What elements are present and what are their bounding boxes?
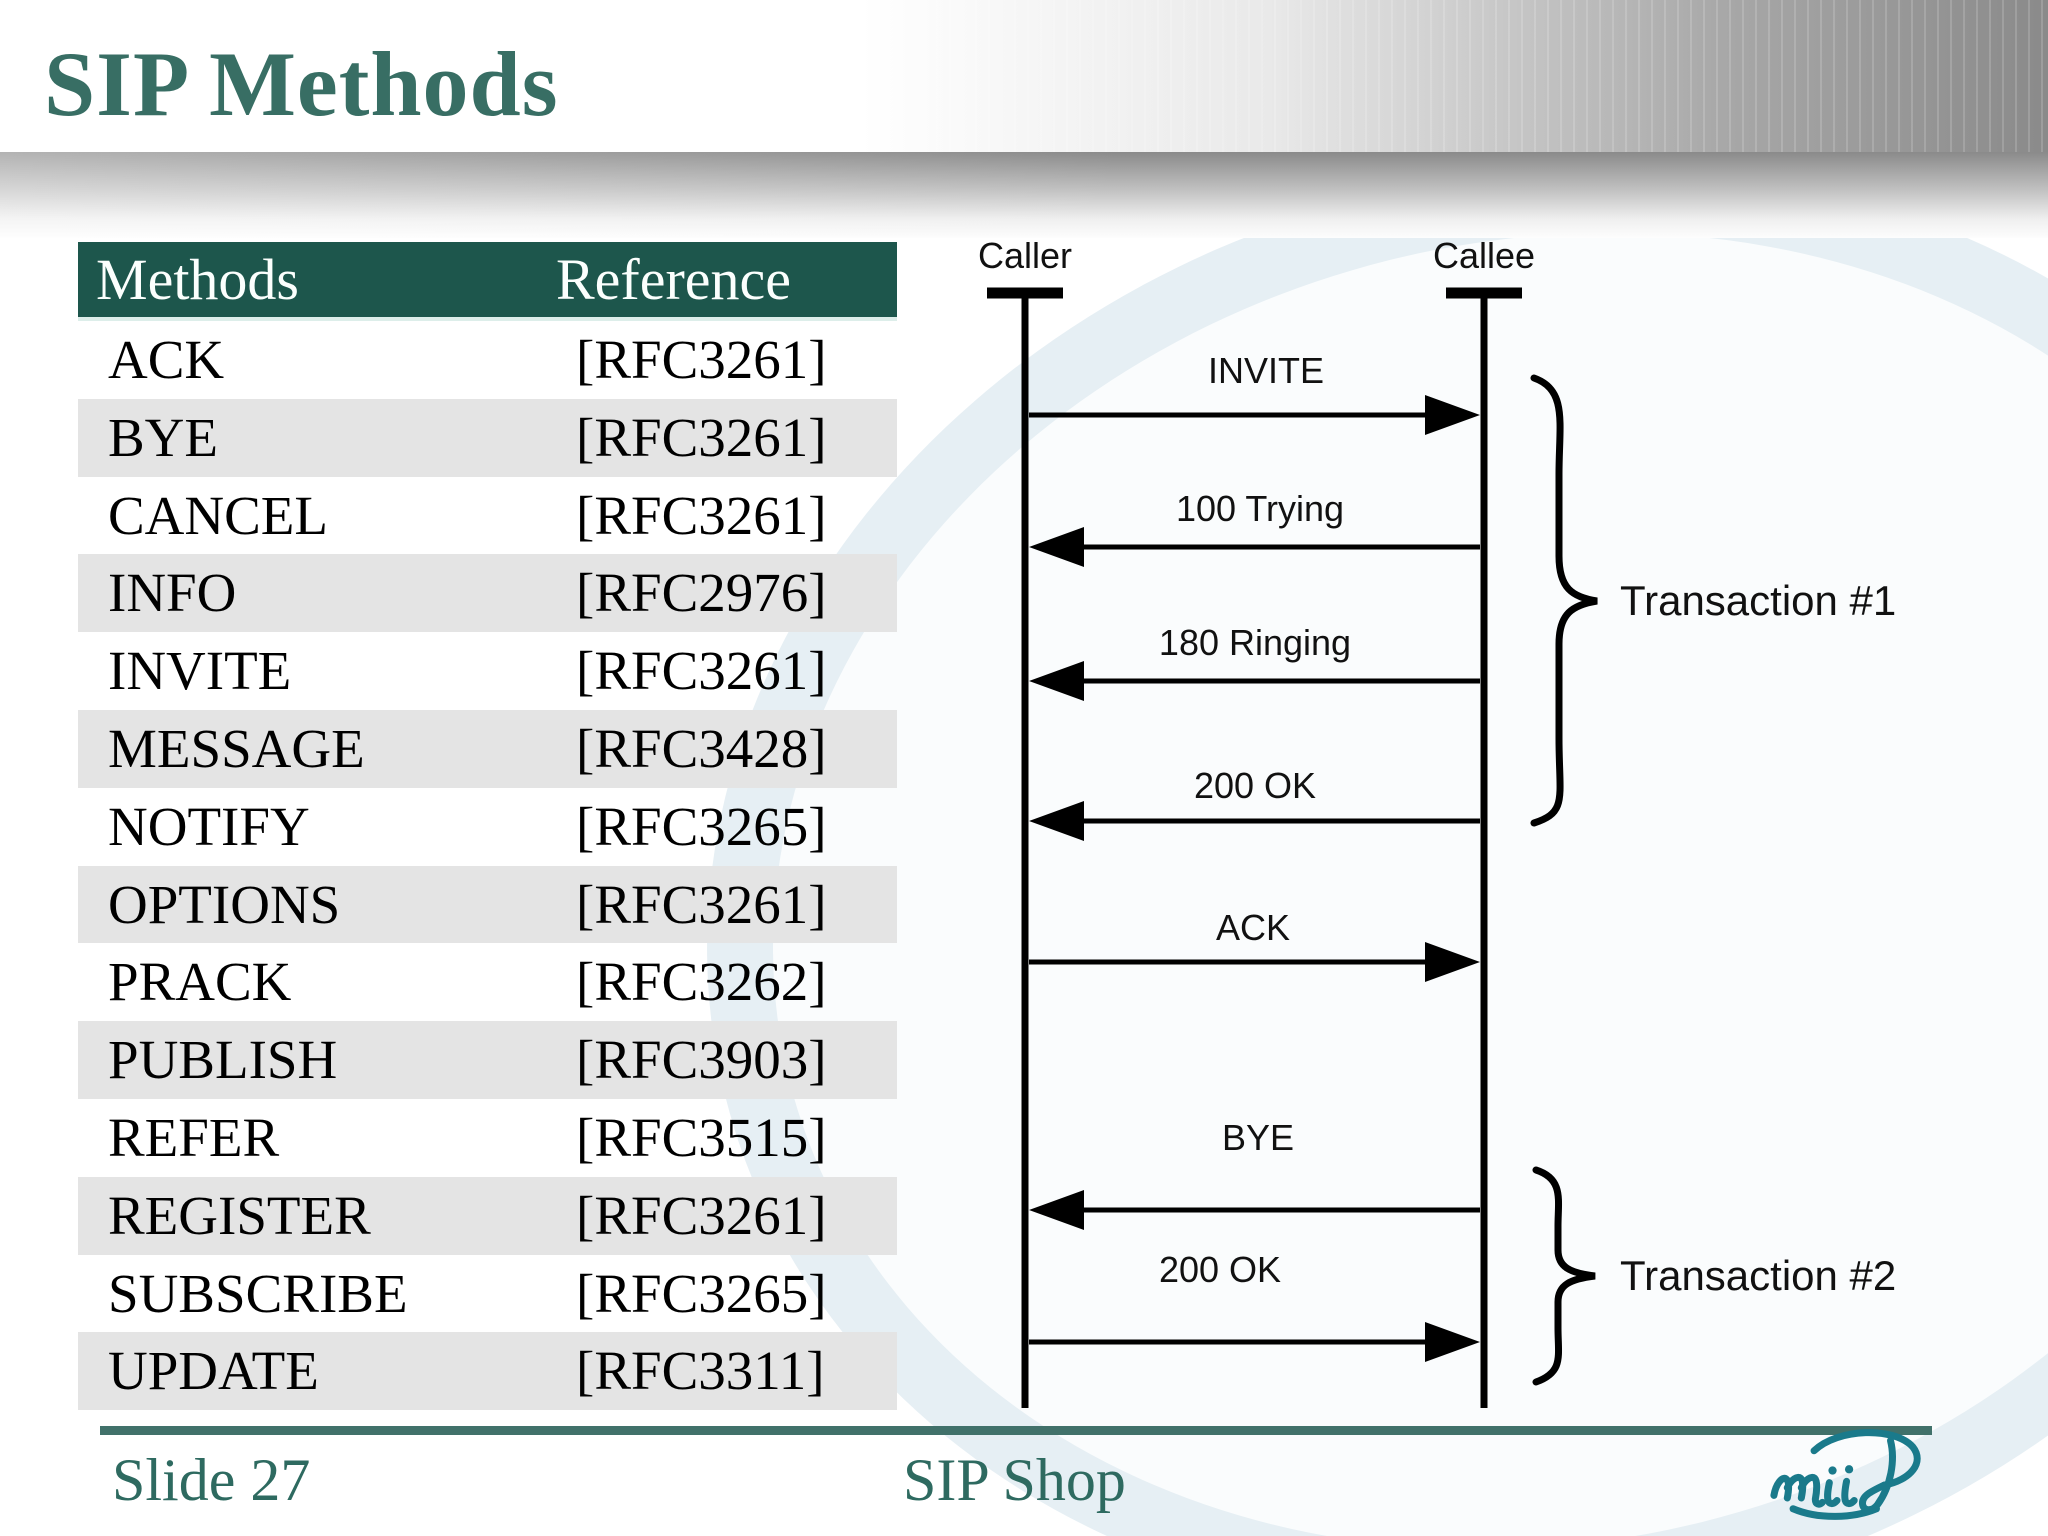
message-arrowhead-right bbox=[1425, 942, 1480, 982]
reference-cell: [RFC3311] bbox=[576, 1340, 825, 1402]
method-cell: INVITE bbox=[108, 640, 292, 702]
method-cell: OPTIONS bbox=[108, 873, 341, 935]
message-arrowhead-left bbox=[1029, 527, 1084, 567]
header-divider-bar bbox=[0, 152, 2048, 238]
message-arrowhead-right bbox=[1425, 395, 1480, 435]
table-row: REFER [RFC3515] bbox=[78, 1099, 897, 1177]
reference-cell: [RFC3261] bbox=[576, 873, 827, 935]
footer-center-text: SIP Shop bbox=[903, 1447, 1126, 1513]
method-cell: NOTIFY bbox=[108, 795, 310, 857]
reference-cell: [RFC3262] bbox=[576, 951, 827, 1013]
reference-cell: [RFC3428] bbox=[576, 717, 827, 779]
message-label: 200 OK bbox=[1159, 1249, 1281, 1290]
footer-separator-line bbox=[100, 1426, 1932, 1435]
logo-m-stroke bbox=[1770, 1473, 1826, 1508]
method-cell: REFER bbox=[108, 1106, 280, 1168]
logo-swoosh-arc bbox=[1810, 1429, 1921, 1489]
table-row: INVITE [RFC3261] bbox=[78, 632, 897, 710]
method-cell: CANCEL bbox=[108, 484, 328, 546]
sip-methods-table: Methods Reference ACK [RFC3261] BYE [RFC326… bbox=[78, 242, 897, 1411]
table-row: ACK [RFC3261] bbox=[78, 321, 897, 399]
table-row: REGISTER [RFC3261] bbox=[78, 1176, 897, 1255]
message-label: ACK bbox=[1216, 907, 1290, 948]
message-label: INVITE bbox=[1208, 350, 1324, 391]
method-cell: MESSAGE bbox=[108, 717, 365, 779]
transaction-2-brace bbox=[1532, 1166, 1596, 1386]
column-header-methods: Methods bbox=[96, 247, 299, 312]
method-cell: UPDATE bbox=[108, 1340, 319, 1402]
table-row: PUBLISH [RFC3903] bbox=[78, 1021, 897, 1099]
method-cell: PUBLISH bbox=[108, 1029, 338, 1091]
transaction-1-brace bbox=[1530, 374, 1598, 827]
reference-cell: [RFC3265] bbox=[576, 795, 827, 857]
transaction-2-label: Transaction #2 bbox=[1620, 1252, 1896, 1299]
method-cell: BYE bbox=[108, 406, 218, 468]
transaction-1-label: Transaction #1 bbox=[1620, 577, 1896, 624]
reference-cell: [RFC3515] bbox=[576, 1106, 827, 1168]
table-header-row: Methods Reference bbox=[78, 242, 897, 321]
column-header-reference: Reference bbox=[556, 247, 792, 312]
logo-bottom-arc bbox=[1789, 1505, 1880, 1520]
message-arrowhead-right bbox=[1425, 1322, 1480, 1362]
method-cell: ACK bbox=[108, 329, 225, 390]
message-arrowhead-left bbox=[1029, 801, 1084, 841]
actor-label-callee: Callee bbox=[1433, 235, 1535, 276]
reference-cell: [RFC3261] bbox=[576, 1184, 827, 1246]
table-row: BYE [RFC3261] bbox=[78, 398, 897, 477]
message-label: BYE bbox=[1222, 1117, 1294, 1158]
method-cell: PRACK bbox=[108, 951, 292, 1013]
table-row: NOTIFY [RFC3265] bbox=[78, 788, 897, 866]
reference-cell: [RFC3261] bbox=[576, 484, 827, 546]
table-row: SUBSCRIBE [RFC3265] bbox=[78, 1255, 897, 1333]
footer-slide-number: Slide 27 bbox=[112, 1447, 311, 1513]
reference-cell: [RFC3903] bbox=[576, 1029, 827, 1091]
reference-cell: [RFC2976] bbox=[576, 562, 827, 624]
logo-f-descender bbox=[1858, 1437, 1896, 1514]
message-label: 100 Trying bbox=[1176, 488, 1344, 529]
table-body: ACK[RFC3261]BYE[RFC3261]CANCEL[RFC3261]I… bbox=[78, 321, 897, 1411]
table-row: OPTIONS [RFC3261] bbox=[78, 865, 897, 944]
page-title: SIP Methods bbox=[44, 33, 559, 135]
reference-cell: [RFC3261] bbox=[576, 406, 827, 468]
reference-cell: [RFC3265] bbox=[576, 1262, 827, 1324]
logo-i1-stroke bbox=[1824, 1479, 1841, 1508]
message-arrowhead-left bbox=[1029, 661, 1084, 701]
table-row: MESSAGE [RFC3428] bbox=[78, 709, 897, 788]
logo-i2-dot bbox=[1844, 1465, 1854, 1474]
reference-cell: [RFC3261] bbox=[576, 329, 827, 390]
messages-layer: INVITE 100 Trying 180 Ringing 200 OK ACK BYE 2… bbox=[1029, 350, 1480, 1362]
reference-cell: [RFC3261] bbox=[576, 640, 827, 702]
header-gradient-band bbox=[0, 0, 2048, 152]
method-cell: INFO bbox=[108, 562, 237, 624]
logo-i1-dot bbox=[1828, 1466, 1837, 1475]
message-label: 180 Ringing bbox=[1159, 622, 1351, 663]
table-row: INFO [RFC2976] bbox=[78, 554, 897, 633]
logo-i2-stroke bbox=[1841, 1477, 1858, 1508]
table-row: PRACK [RFC3262] bbox=[78, 943, 897, 1021]
table-row: UPDATE [RFC3311] bbox=[78, 1332, 897, 1411]
message-arrowhead-left bbox=[1029, 1190, 1084, 1230]
message-label: 200 OK bbox=[1194, 765, 1316, 806]
method-cell: SUBSCRIBE bbox=[108, 1262, 408, 1324]
table-row: CANCEL [RFC3261] bbox=[78, 477, 897, 555]
actor-label-caller: Caller bbox=[978, 235, 1072, 276]
method-cell: REGISTER bbox=[108, 1184, 371, 1246]
miif-logo bbox=[1770, 1429, 1921, 1520]
